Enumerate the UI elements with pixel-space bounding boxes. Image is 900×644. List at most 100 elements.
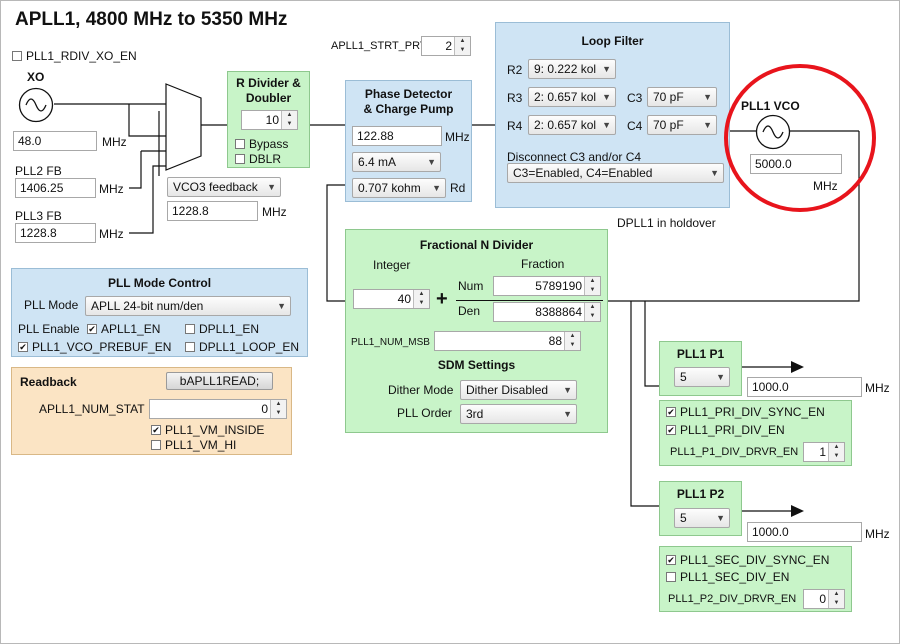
num-stat-spinner[interactable]: 0▲▼ (149, 399, 287, 419)
mode-title: PLL Mode Control (107, 276, 212, 290)
num-msb-label: PLL1_NUM_MSB (351, 337, 430, 348)
chevron-down-icon: ▼ (602, 92, 611, 102)
r2-select[interactable]: 9: 0.222 kol▼ (528, 59, 616, 79)
p1-sync-checkbox[interactable]: ✔ (666, 407, 676, 417)
num-stat-label: APLL1_NUM_STAT (39, 402, 145, 416)
p1-settings-panel: ✔ PLL1_PRI_DIV_SYNC_EN ✔ PLL1_PRI_DIV_EN… (659, 400, 852, 466)
integer-label: Integer (373, 258, 411, 272)
holdover-status: DPLL1 in holdover (617, 216, 716, 230)
dpll1-loop-checkbox[interactable] (185, 342, 195, 352)
vm-hi-label: PLL1_VM_HI (165, 438, 237, 452)
chevron-down-icon: ▼ (563, 409, 572, 419)
chevron-down-icon: ▼ (710, 168, 719, 178)
c4-label: C4 (627, 119, 643, 133)
order-select[interactable]: 3rd▼ (460, 404, 577, 424)
xo-unit: MHz (102, 135, 127, 149)
cp-current-select[interactable]: 6.4 mA▼ (352, 152, 441, 172)
dpll1-loop-label: DPLL1_LOOP_EN (199, 340, 300, 354)
xo-freq-field[interactable]: 48.0 (13, 131, 97, 151)
p2-divider-select[interactable]: 5▼ (674, 508, 730, 528)
pll3fb-label: PLL3 FB (15, 209, 62, 223)
pll2fb-field[interactable]: 1406.25 (15, 178, 96, 198)
den-spinner[interactable]: 8388864▲▼ (493, 302, 601, 322)
chevron-down-icon: ▼ (267, 182, 276, 192)
xo-label: XO (27, 70, 45, 84)
bypass-checkbox[interactable] (235, 139, 245, 149)
input-mux-shape (165, 83, 202, 171)
p2-en-checkbox[interactable] (666, 572, 676, 582)
dblr-checkbox[interactable] (235, 154, 245, 164)
strt-prty-spinner[interactable]: 2▲▼ (421, 36, 471, 56)
mode-select[interactable]: APLL 24-bit num/den▼ (85, 296, 291, 316)
rdiv-xo-en-label: PLL1_RDIV_XO_EN (26, 49, 137, 63)
chevron-down-icon: ▼ (716, 513, 725, 523)
rd-select[interactable]: 0.707 kohm▼ (352, 178, 446, 198)
readback-title: Readback (20, 375, 77, 389)
order-label: PLL Order (397, 406, 452, 420)
p2-panel: PLL1 P2 5▼ (659, 481, 742, 536)
rd-label: Rd (450, 181, 466, 195)
num-msb-spinner[interactable]: 88▲▼ (434, 331, 581, 351)
p1-en-label: PLL1_PRI_DIV_EN (680, 423, 785, 437)
chevron-down-icon: ▼ (602, 64, 611, 74)
p1-unit: MHz (865, 381, 890, 395)
pd-freq-field[interactable]: 122.88 (352, 126, 442, 146)
p2-drvr-spinner[interactable]: 0▲▼ (803, 589, 845, 609)
r4-select[interactable]: 2: 0.657 kol▼ (528, 115, 616, 135)
dither-select[interactable]: Dither Disabled▼ (460, 380, 577, 400)
dpll1-en-label: DPLL1_EN (199, 322, 260, 336)
rdiv-xo-en-checkbox[interactable] (12, 51, 22, 61)
fractional-n-panel: Fractional N Divider Integer Fraction 40… (345, 229, 608, 433)
xo-oscillator-icon (18, 87, 54, 123)
num-label: Num (458, 279, 484, 293)
p2-sync-checkbox[interactable]: ✔ (666, 555, 676, 565)
vco-prebuf-label: PLL1_VCO_PREBUF_EN (32, 340, 172, 354)
vm-inside-label: PLL1_VM_INSIDE (165, 423, 265, 437)
p1-drvr-label: PLL1_P1_DIV_DRVR_EN (670, 446, 799, 458)
vco3-feedback-select[interactable]: VCO3 feedback▼ (167, 177, 281, 197)
p1-divider-select[interactable]: 5▼ (674, 367, 730, 387)
r-divider-spinner[interactable]: 10▲▼ (241, 110, 298, 130)
apll1-en-label: APLL1_EN (101, 322, 161, 336)
vm-hi-checkbox[interactable] (151, 440, 161, 450)
dblr-label: DBLR (249, 152, 282, 166)
chevron-down-icon: ▼ (563, 385, 572, 395)
p1-drvr-spinner[interactable]: 1▲▼ (803, 442, 845, 462)
vco3-unit: MHz (262, 205, 287, 219)
pll3fb-field[interactable]: 1228.8 (15, 223, 96, 243)
p2-title: PLL1 P2 (676, 487, 725, 501)
page-title: APLL1, 4800 MHz to 5350 MHz (15, 9, 288, 30)
num-spinner[interactable]: 5789190▲▼ (493, 276, 601, 296)
vco3-freq-field[interactable]: 1228.8 (167, 201, 258, 221)
p1-freq-field[interactable]: 1000.0 (747, 377, 862, 397)
disconnect-label: Disconnect C3 and/or C4 (507, 150, 642, 164)
p1-sync-label: PLL1_PRI_DIV_SYNC_EN (680, 405, 825, 419)
fnd-title: Fractional N Divider (419, 238, 534, 252)
vco-freq-field[interactable]: 5000.0 (750, 154, 842, 174)
c4-select[interactable]: 70 pF▼ (647, 115, 717, 135)
p1-en-checkbox[interactable]: ✔ (666, 425, 676, 435)
vco-highlight-ring (724, 64, 876, 212)
vm-inside-checkbox[interactable]: ✔ (151, 425, 161, 435)
loop-filter-panel: Loop Filter R2 9: 0.222 kol▼ R3 2: 0.657… (495, 22, 730, 208)
c3-select[interactable]: 70 pF▼ (647, 87, 717, 107)
c3-label: C3 (627, 91, 643, 105)
apll1-en-checkbox[interactable]: ✔ (87, 324, 97, 334)
apll1-read-button[interactable]: bAPLL1READ; (166, 372, 273, 390)
p2-drvr-label: PLL1_P2_DIV_DRVR_EN (668, 593, 797, 605)
integer-spinner[interactable]: 40▲▼ (353, 289, 430, 309)
loop-filter-title: Loop Filter (581, 34, 644, 48)
p2-unit: MHz (865, 527, 890, 541)
chevron-down-icon: ▼ (703, 92, 712, 102)
vco-prebuf-checkbox[interactable]: ✔ (18, 342, 28, 352)
p2-freq-field[interactable]: 1000.0 (747, 522, 862, 542)
pll2fb-label: PLL2 FB (15, 164, 62, 178)
disconnect-select[interactable]: C3=Enabled, C4=Enabled▼ (507, 163, 724, 183)
chevron-down-icon: ▼ (427, 157, 436, 167)
pll2fb-unit: MHz (99, 182, 124, 196)
r3-select[interactable]: 2: 0.657 kol▼ (528, 87, 616, 107)
dither-label: Dither Mode (388, 383, 454, 397)
chevron-down-icon: ▼ (432, 183, 441, 193)
dpll1-en-checkbox[interactable] (185, 324, 195, 334)
